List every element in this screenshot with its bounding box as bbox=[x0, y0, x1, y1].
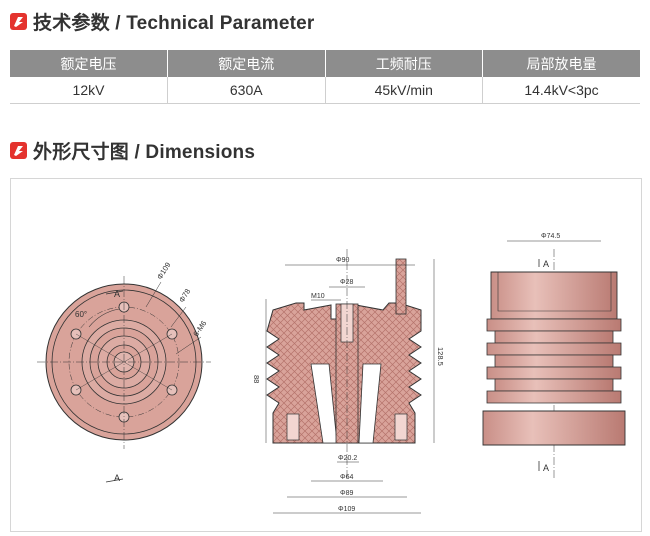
table-cell: 14.4kV<3pc bbox=[482, 77, 640, 104]
dimension-label: 128.5 bbox=[436, 347, 445, 366]
dimension-label: Φ74.5 bbox=[541, 233, 560, 240]
section-mark: A bbox=[114, 289, 120, 299]
dimension-label: 6-M6 bbox=[191, 319, 208, 338]
dimension-label: Φ109 bbox=[155, 261, 172, 281]
top-view: A A 60° Φ109 Φ78 6-M6 bbox=[37, 261, 211, 483]
section-mark: A bbox=[543, 463, 549, 473]
section-mark: A bbox=[543, 259, 549, 269]
technical-drawing: A A 60° Φ109 Φ78 6-M6 Φ90 Φ28 M10 bbox=[37, 233, 626, 514]
dimension-label: 88 bbox=[252, 375, 261, 383]
section-header-technical: 技术参数 / Technical Parameter bbox=[10, 9, 315, 34]
dimension-label: Φ90 bbox=[336, 257, 349, 264]
table-cell: 12kV bbox=[10, 77, 168, 104]
section-view: Φ90 Φ28 M10 88 128.5 Φ20.2 Φ64 Φ89 Φ109 bbox=[252, 249, 445, 514]
column-header: 额定电流 bbox=[167, 50, 326, 77]
dimension-label: Φ28 bbox=[340, 279, 353, 286]
angle-label: 60° bbox=[75, 310, 87, 319]
section-title: 技术参数 / Technical Parameter bbox=[33, 12, 315, 34]
table-cell: 45kV/min bbox=[325, 77, 483, 104]
dimension-label: Φ109 bbox=[338, 506, 355, 513]
brand-flag-icon bbox=[10, 141, 27, 159]
column-header: 工频耐压 bbox=[325, 50, 483, 77]
dimension-label: Φ78 bbox=[177, 287, 192, 304]
dimension-label: Φ64 bbox=[340, 474, 353, 481]
table-cell: 630A bbox=[167, 77, 326, 104]
dimension-label: Φ89 bbox=[340, 490, 353, 497]
table-row: 12kV 630A 45kV/min 14.4kV<3pc bbox=[10, 77, 640, 104]
side-view: Φ74.5 A A bbox=[482, 233, 626, 479]
column-header: 局部放电量 bbox=[482, 50, 640, 77]
section-title: 外形尺寸图 / Dimensions bbox=[33, 141, 256, 163]
dimension-label: Φ20.2 bbox=[338, 455, 357, 462]
table-header-row: 额定电压 额定电流 工频耐压 局部放电量 bbox=[10, 50, 640, 77]
technical-parameter-table: 额定电压 额定电流 工频耐压 局部放电量 12kV 630A 45kV/min … bbox=[10, 50, 640, 104]
dimensions-drawing: A A 60° Φ109 Φ78 6-M6 Φ90 Φ28 M10 bbox=[10, 178, 642, 532]
brand-flag-icon bbox=[10, 12, 27, 30]
dimension-label: M10 bbox=[311, 293, 325, 300]
section-header-dimensions: 外形尺寸图 / Dimensions bbox=[10, 138, 256, 163]
section-mark: A bbox=[114, 473, 120, 483]
column-header: 额定电压 bbox=[10, 50, 168, 77]
